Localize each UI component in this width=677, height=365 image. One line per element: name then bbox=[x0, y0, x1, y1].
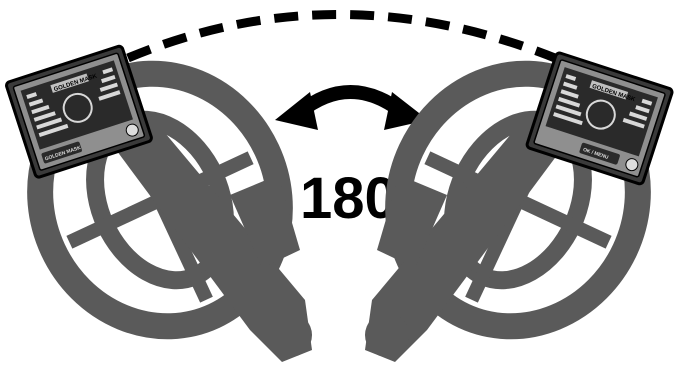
knob-left bbox=[268, 313, 312, 357]
rotation-arc bbox=[128, 14, 560, 60]
knob-right bbox=[365, 313, 409, 357]
double-headed-curved-arrow-icon bbox=[275, 92, 428, 130]
angle-value: 180 bbox=[300, 166, 397, 231]
